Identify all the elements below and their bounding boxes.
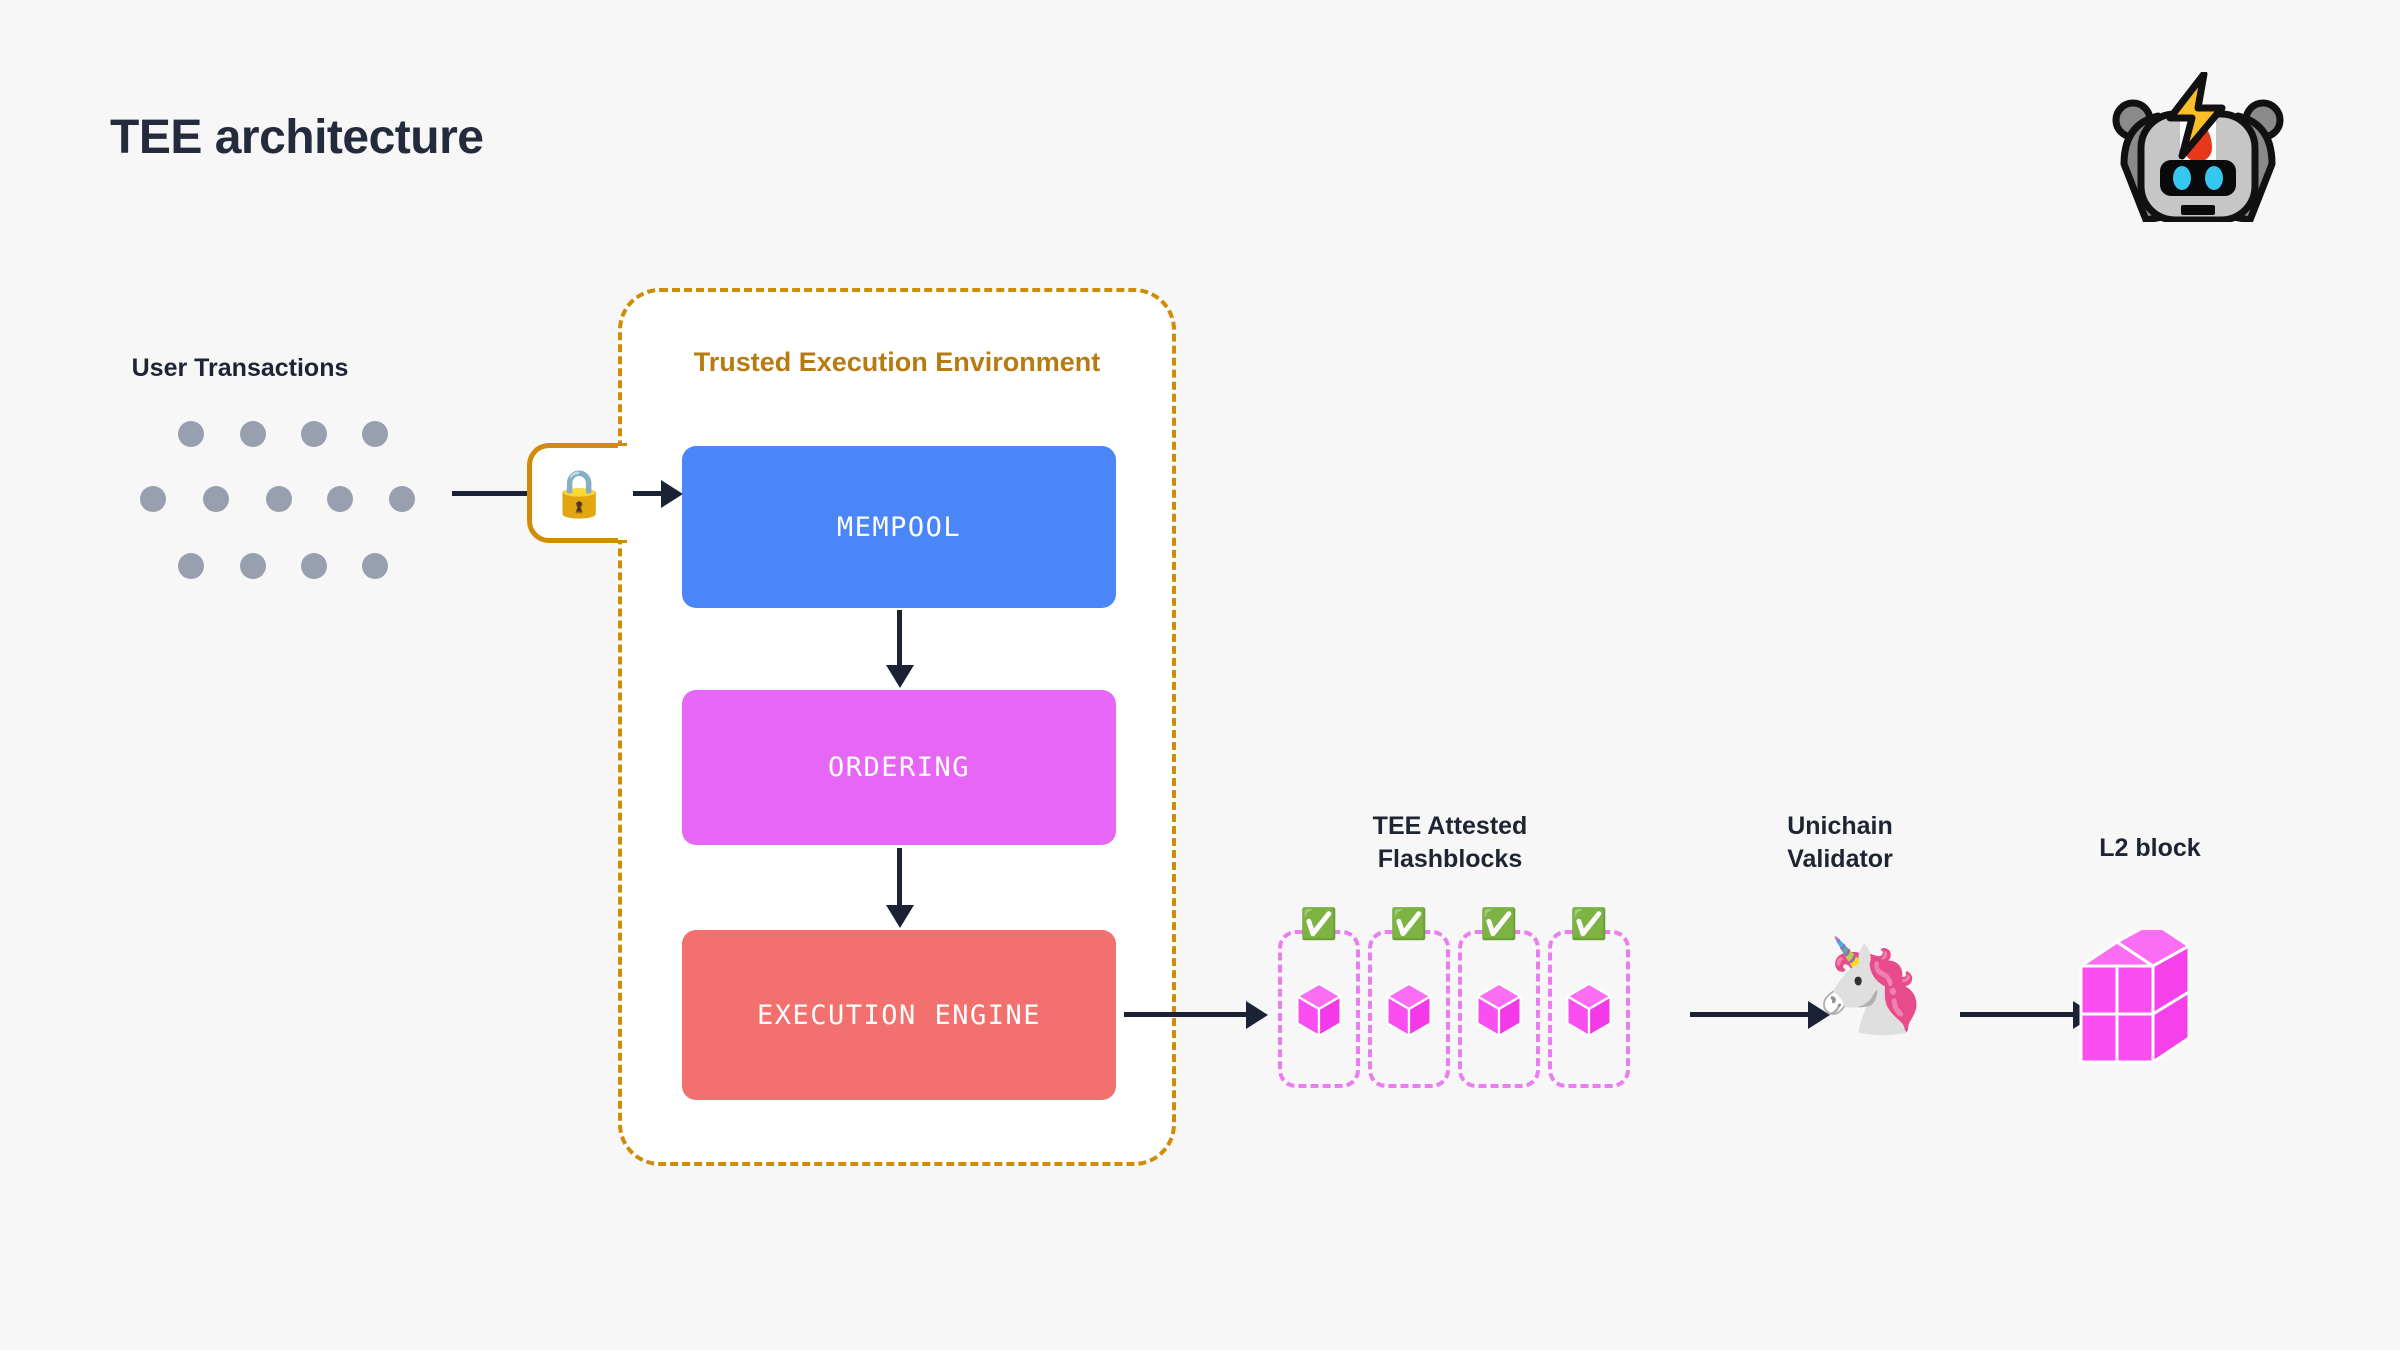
l2-block-cube (2073, 920, 2203, 1075)
stage-mempool[interactable]: MEMPOOL (682, 446, 1116, 608)
transaction-dot (266, 486, 292, 512)
transaction-dot (178, 553, 204, 579)
user-transactions-dots (140, 415, 440, 595)
encrypted-gateway-tab: 🔒 (527, 443, 627, 543)
attestation-check-icon: ✅ (1300, 908, 1338, 941)
flashbots-robot-logo (2108, 70, 2288, 224)
arrow-gateway-to-mempool (633, 491, 663, 496)
block-cube-icon (1476, 982, 1522, 1038)
arrow-mempool-to-ordering (897, 610, 902, 666)
label-unichain-validator: Unichain Validator (1787, 812, 1893, 873)
flashblock-item[interactable]: ✅ (1458, 910, 1540, 1088)
flashblock-item[interactable]: ✅ (1368, 910, 1450, 1088)
transaction-dot (362, 553, 388, 579)
attestation-check-icon: ✅ (1480, 908, 1518, 941)
transaction-dot (362, 421, 388, 447)
attestation-check-icon: ✅ (1570, 908, 1608, 941)
page-title: TEE architecture (110, 111, 484, 164)
stage-ordering[interactable]: ORDERING (682, 690, 1116, 845)
transaction-dot (178, 421, 204, 447)
flashblock-item[interactable]: ✅ (1278, 910, 1360, 1088)
arrow-flashblocks-to-validator (1690, 1012, 1810, 1017)
attestation-check-icon: ✅ (1390, 908, 1428, 941)
transaction-dot (301, 553, 327, 579)
label-user-transactions: User Transactions (131, 354, 349, 382)
block-cube-icon (1566, 982, 1612, 1038)
transaction-dot (240, 553, 266, 579)
transaction-dot (389, 486, 415, 512)
transaction-dot (301, 421, 327, 447)
tee-title: Trusted Execution Environment (693, 347, 1101, 377)
arrow-ordering-to-execution (897, 848, 902, 906)
transaction-dot (327, 486, 353, 512)
transaction-dot (140, 486, 166, 512)
tab-seam-cover (618, 446, 628, 540)
flashblock-item[interactable]: ✅ (1548, 910, 1630, 1088)
arrow-execution-to-flashblocks (1124, 1012, 1248, 1017)
lock-icon: 🔒 (550, 467, 609, 519)
block-cube-icon (1386, 982, 1432, 1038)
transaction-dot (203, 486, 229, 512)
flashblocks-group: ✅ ✅ ✅ ✅ (1278, 910, 1630, 1088)
transaction-dot (240, 421, 266, 447)
block-cube-icon (1296, 982, 1342, 1038)
arrow-validator-to-l2-block (1960, 1012, 2075, 1017)
arrow-users-to-gateway (452, 491, 530, 496)
label-tee-attested-flashblocks: TEE Attested Flashblocks (1372, 812, 1528, 873)
label-l2-block: L2 block (2099, 834, 2201, 862)
unicorn-icon: 🦄 (1813, 935, 1928, 1037)
stage-execution-engine[interactable]: EXECUTION ENGINE (682, 930, 1116, 1100)
